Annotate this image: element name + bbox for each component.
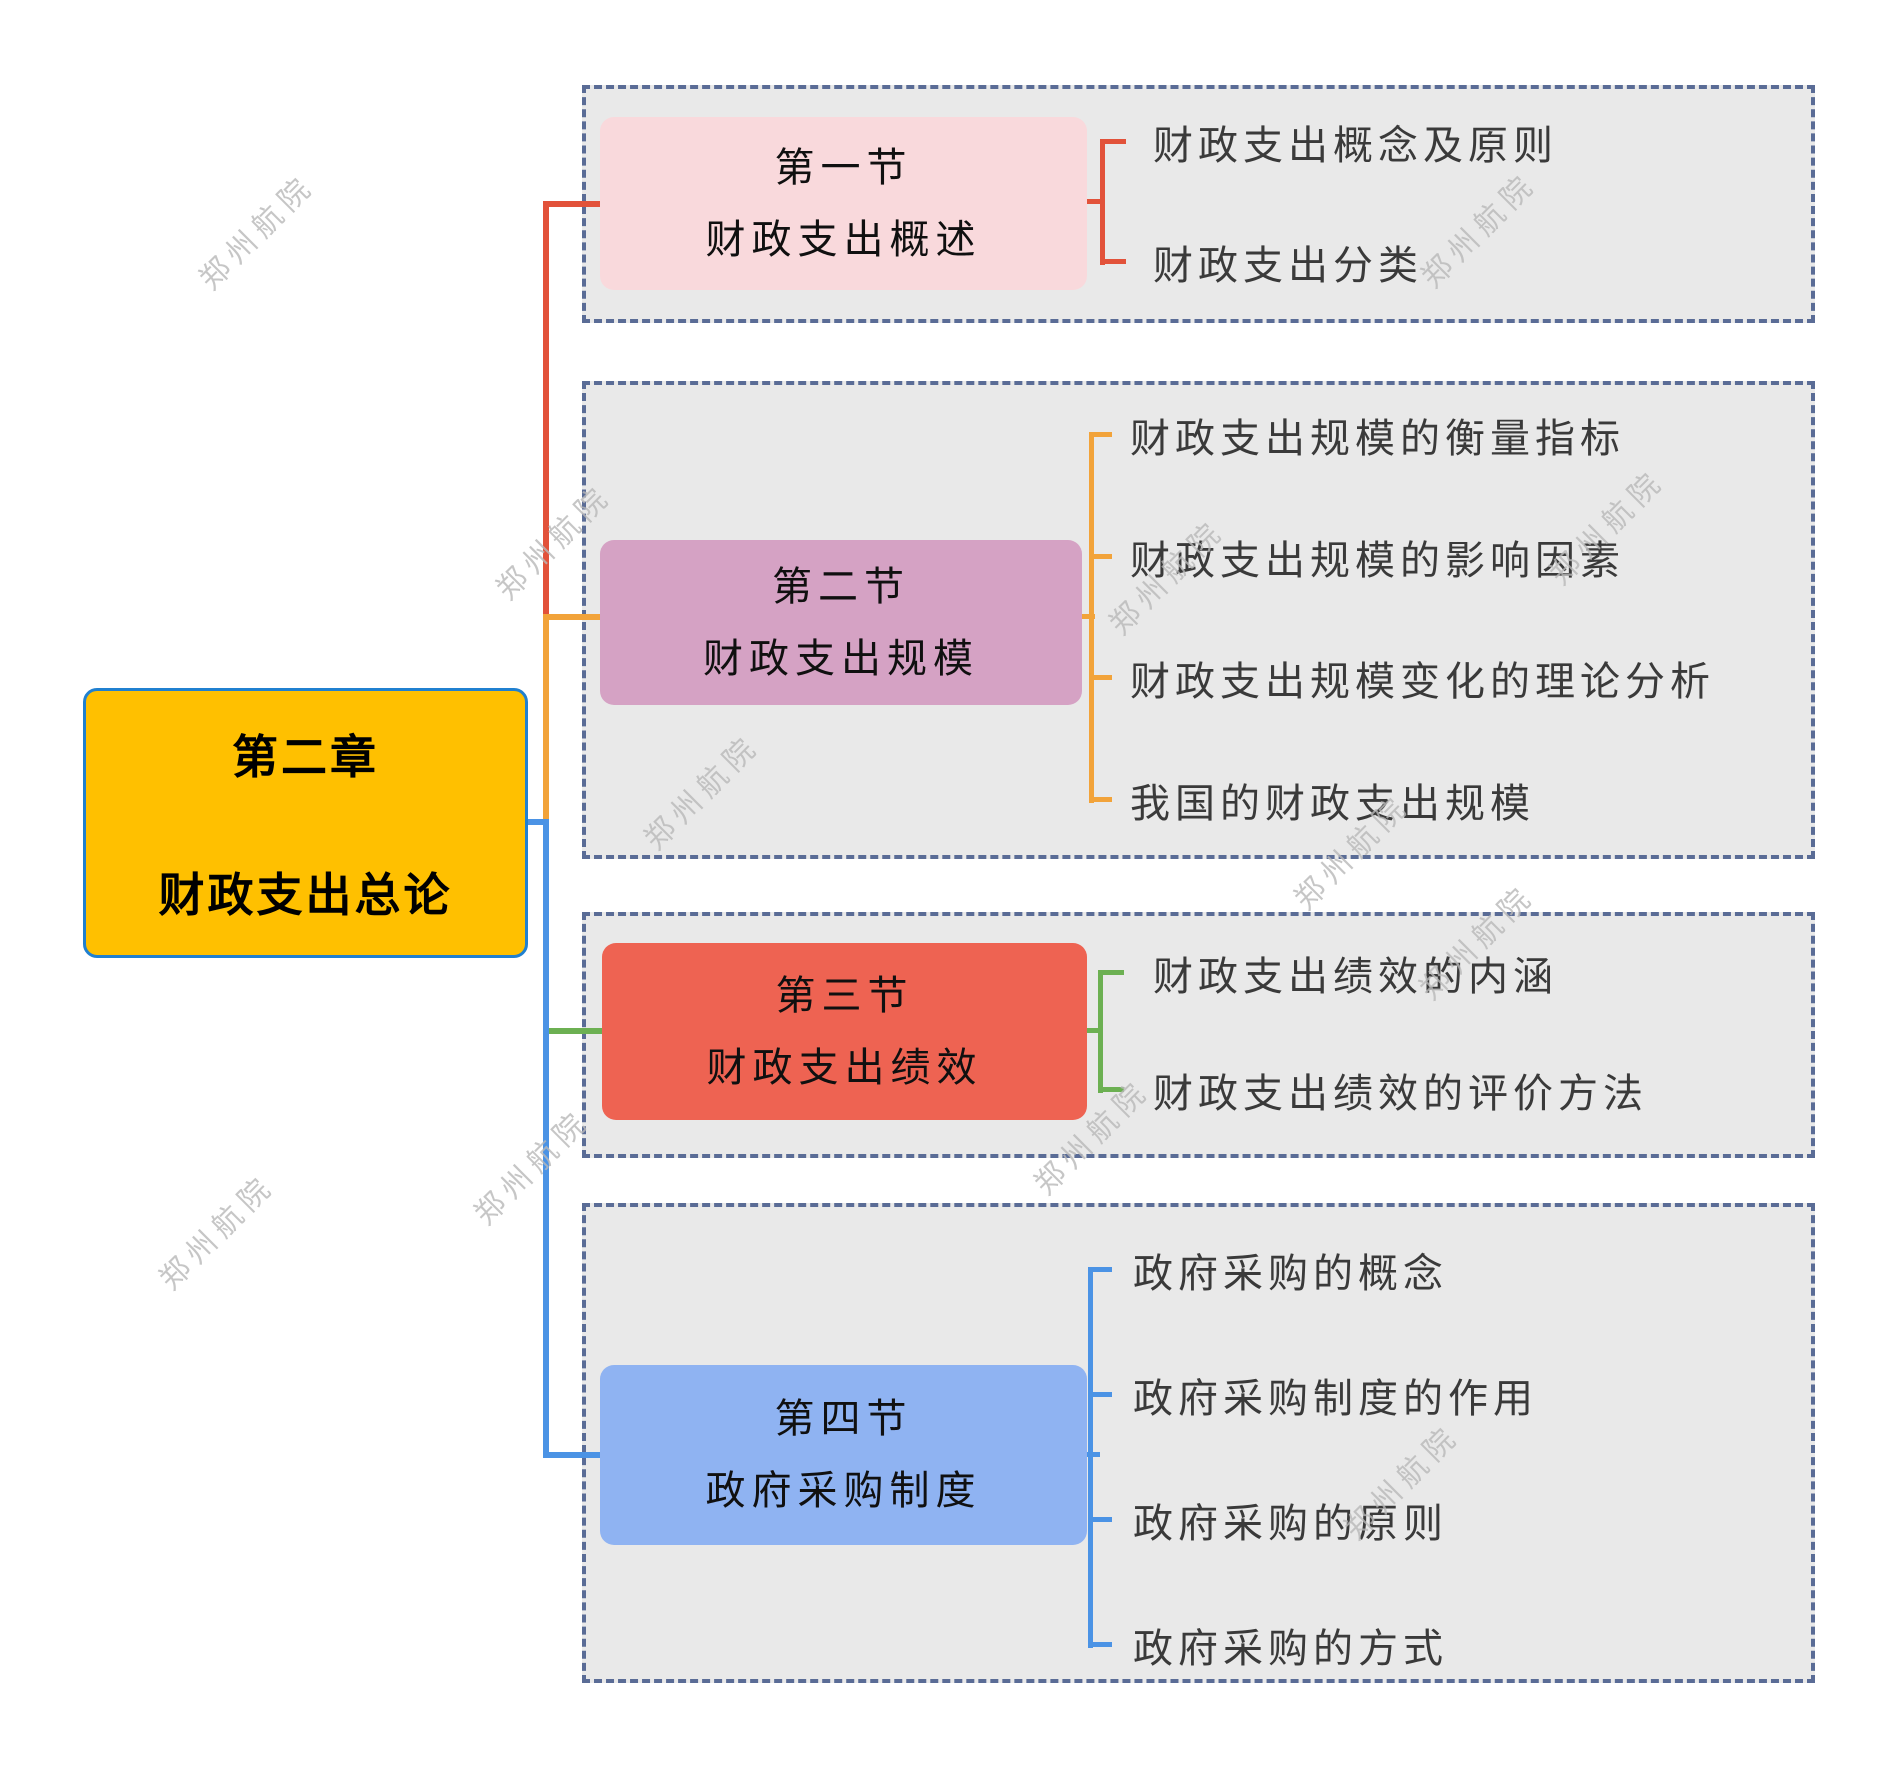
trunk-red-vertical [543,201,549,825]
bracket2-node-stub [1082,614,1095,619]
bracket2-leaf-stub [1089,675,1112,680]
bracket4-leaf-stub [1088,1517,1112,1522]
trunk-orange-vertical [543,614,549,825]
trunk-blue-vertical [543,819,549,1458]
watermark: 郑州航院 [153,1168,282,1297]
root-connector-horizontal [528,819,549,825]
bracket4-leaf-stub [1088,1642,1112,1647]
leaf-topic[interactable]: 财政支出绩效的内涵 [1153,954,1558,999]
section4-node[interactable]: 第四节 政府采购制度 [600,1365,1087,1545]
root-title-line1: 第二章 [232,731,379,783]
leaf-topic[interactable]: 财政支出规模的衡量指标 [1130,416,1625,461]
root-title-line2: 财政支出总论 [158,869,453,921]
bracket4-node-stub [1087,1452,1100,1457]
branch-orange-horizontal [543,614,600,620]
section3-line1: 第三节 [775,972,914,1018]
watermark: 郑州航院 [468,1103,597,1232]
branch-red-horizontal [543,201,600,207]
bracket1-vertical [1100,139,1105,265]
leaf-topic[interactable]: 财政支出绩效的评价方法 [1153,1071,1648,1116]
bracket2-leaf-stub [1089,432,1112,437]
bracket4-leaf-stub [1088,1392,1112,1397]
root-node[interactable]: 第二章 财政支出总论 [83,688,528,958]
section1-line2: 财政支出概述 [705,216,982,262]
leaf-topic[interactable]: 财政支出规模变化的理论分析 [1130,659,1715,704]
leaf-topic[interactable]: 政府采购的方式 [1133,1626,1448,1671]
branch-green-horizontal [543,1028,602,1034]
section2-node[interactable]: 第二节 财政支出规模 [600,540,1082,705]
leaf-topic[interactable]: 财政支出规模的影响因素 [1130,538,1625,583]
bracket2-vertical [1089,432,1094,803]
leaf-topic[interactable]: 政府采购的原则 [1133,1501,1448,1546]
section1-node[interactable]: 第一节 财政支出概述 [600,117,1087,290]
section4-line2: 政府采购制度 [705,1468,982,1513]
bracket3-leaf-stub [1098,970,1124,975]
bracket3-vertical [1098,970,1103,1093]
bracket1-node-stub [1087,199,1105,204]
bracket4-vertical [1088,1267,1093,1648]
section1-line1: 第一节 [774,144,913,190]
bracket1-leaf-stub [1100,139,1126,144]
leaf-topic[interactable]: 我国的财政支出规模 [1130,781,1535,826]
branch-blue-horizontal [543,1452,600,1458]
leaf-topic[interactable]: 财政支出概念及原则 [1153,123,1558,168]
section4-line1: 第四节 [774,1396,913,1441]
section2-line2: 财政支出规模 [703,635,979,681]
bracket3-node-stub [1087,1028,1103,1033]
bracket1-leaf-stub [1100,259,1126,264]
leaf-topic[interactable]: 财政支出分类 [1153,243,1423,288]
bracket2-leaf-stub [1089,554,1112,559]
section3-line2: 财政支出绩效 [706,1044,983,1090]
section2-line1: 第二节 [772,563,910,609]
section3-node[interactable]: 第三节 财政支出绩效 [602,943,1087,1120]
bracket4-leaf-stub [1088,1267,1112,1272]
leaf-topic[interactable]: 政府采购的概念 [1133,1251,1448,1296]
bracket2-leaf-stub [1089,797,1112,802]
bracket3-leaf-stub [1098,1087,1124,1092]
leaf-topic[interactable]: 政府采购制度的作用 [1133,1376,1538,1421]
watermark: 郑州航院 [193,168,322,297]
